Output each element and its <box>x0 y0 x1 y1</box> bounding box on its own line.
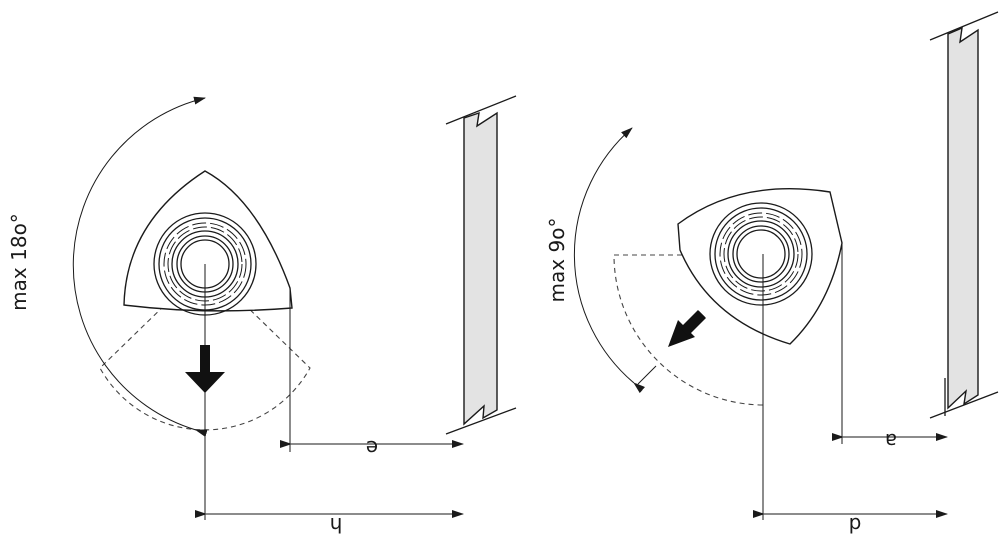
right-hub <box>709 202 813 306</box>
right-swing-sector <box>613 254 764 406</box>
left-body-outline <box>123 170 293 312</box>
right-dim-d-label: d <box>849 513 862 537</box>
left-figure: e h max 18o° <box>7 95 517 537</box>
left-dim-h-label: h <box>330 513 343 537</box>
right-angle-label: max 9o° <box>545 218 569 303</box>
right-rotation-arc <box>573 127 645 394</box>
left-rotation-arc <box>72 96 208 437</box>
left-wall <box>445 95 517 435</box>
right-body-outline <box>677 188 843 345</box>
right-wall <box>929 11 999 419</box>
left-direction-arrow <box>185 345 225 393</box>
right-dim-a-label: a <box>885 429 897 453</box>
right-figure: a d max 9o° <box>545 11 999 537</box>
left-angle-label: max 18o° <box>7 213 31 311</box>
left-dim-e-label: e <box>366 436 378 460</box>
